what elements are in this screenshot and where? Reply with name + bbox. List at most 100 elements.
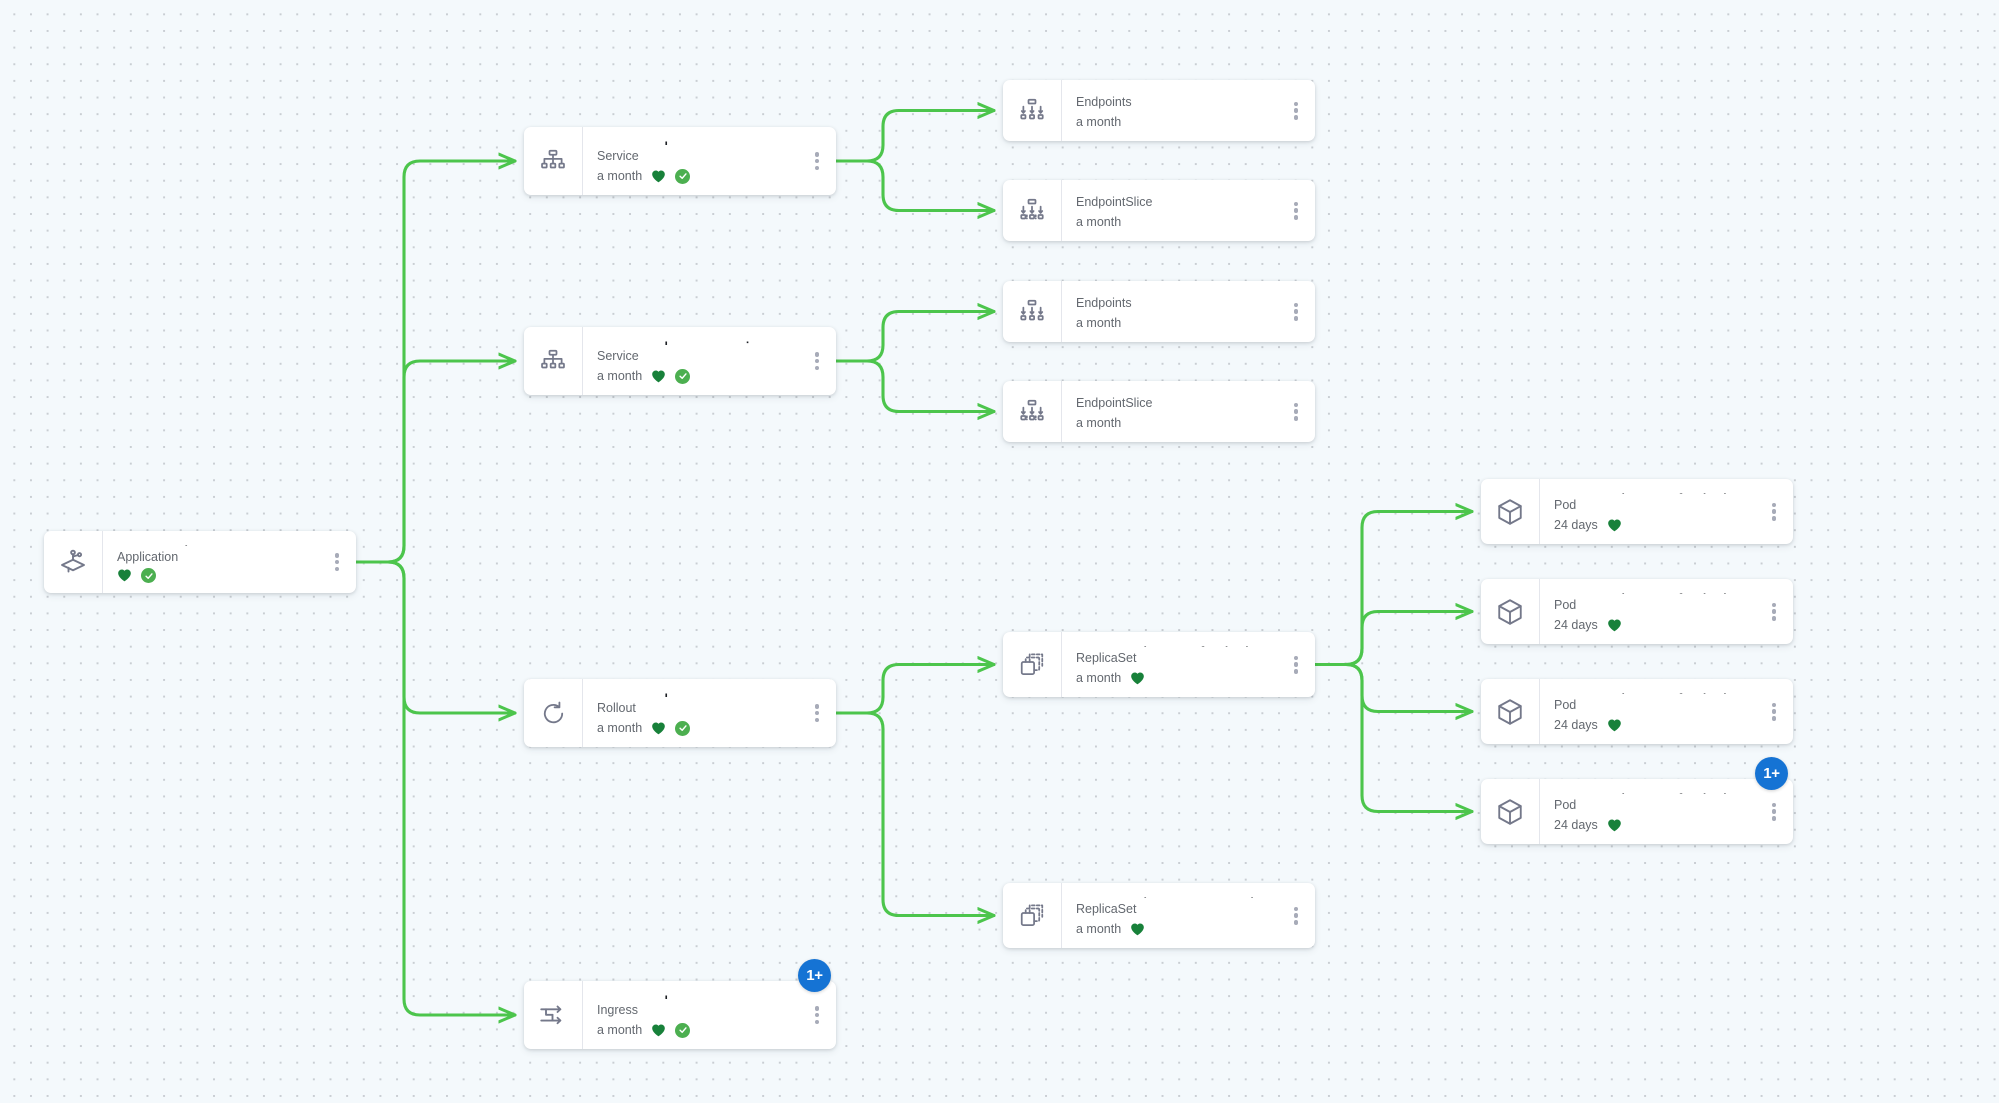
sync-status-icon — [675, 1022, 691, 1038]
node-title: canary-demo-preview — [597, 338, 836, 345]
resource-node-replicaset[interactable]: canary-demo-967754b4cReplicaSeta month — [1003, 883, 1315, 948]
resource-node-replicaset[interactable]: canary-demo-7f89b8b978ReplicaSet a month — [1003, 632, 1315, 697]
node-menu-button[interactable] — [809, 350, 825, 372]
endpoints-icon — [1003, 281, 1061, 342]
resource-node-rollout[interactable]: canary-demoRollouta month — [524, 679, 836, 747]
node-menu-button[interactable] — [809, 150, 825, 172]
node-body: canary-demoEndpointsa month — [1061, 80, 1315, 141]
node-menu-button[interactable] — [1288, 301, 1304, 323]
node-kind: Pod — [1554, 698, 1577, 712]
sync-status-icon — [675, 168, 691, 184]
node-kind: Pod — [1554, 498, 1577, 512]
node-menu-button[interactable] — [1288, 654, 1304, 676]
node-kind: Endpoints — [1076, 296, 1132, 310]
resource-node-application[interactable]: canary-demoApplication — [44, 531, 356, 593]
node-meta: a month — [597, 167, 836, 185]
node-meta: a month — [1076, 314, 1315, 332]
resource-node-ingress[interactable]: canary-demoIngress a month 1+ — [524, 959, 841, 1054]
health-status-icon — [1607, 818, 1621, 831]
node-menu-button[interactable] — [809, 702, 825, 724]
tree-edge — [834, 665, 996, 715]
node-meta: a month — [1076, 669, 1315, 687]
node-meta: a month — [1076, 414, 1315, 432]
pod-icon — [1481, 479, 1539, 544]
node-menu-button[interactable] — [329, 551, 345, 573]
health-status-icon — [1607, 618, 1621, 631]
health-status-icon — [1131, 671, 1144, 684]
node-kind: Ingress — [597, 1003, 638, 1017]
service-icon — [524, 127, 582, 195]
node-kind: Service — [597, 349, 639, 363]
resource-node-pod[interactable]: canary-demo-7f89b8b97... Pod 24 days — [1481, 479, 1793, 544]
tree-edge — [1313, 512, 1474, 667]
node-menu-button[interactable] — [1288, 200, 1304, 222]
node-menu-button[interactable] — [1288, 905, 1304, 927]
node-menu-button[interactable] — [1766, 701, 1782, 723]
node-title: canary-demo-7f89b8b97... — [1554, 590, 1793, 594]
node-age: a month — [597, 1023, 643, 1037]
node-menu-button[interactable] — [1288, 401, 1304, 423]
node-age: a month — [597, 721, 643, 735]
health-status-icon — [1607, 718, 1621, 731]
tree-edge — [834, 711, 996, 916]
pod-icon — [1481, 579, 1539, 644]
node-meta: a month — [597, 719, 836, 737]
node-meta: 24 days — [1554, 816, 1793, 834]
hidden-children-badge[interactable]: 1+ — [798, 959, 831, 992]
health-status-icon — [1131, 922, 1144, 935]
service-icon — [524, 327, 582, 395]
health-status-icon — [118, 569, 131, 582]
node-age: a month — [597, 369, 643, 383]
node-menu-button[interactable] — [1766, 501, 1782, 523]
node-title: canary-demo — [597, 992, 836, 999]
resource-node-endpoints[interactable]: canary-demo-previewEndpointsa month — [1003, 281, 1315, 342]
node-body: canary-demoIngress a month — [582, 981, 836, 1049]
node-title: canary-demo — [117, 542, 356, 546]
resource-node-service[interactable]: canary-demo-previewService a month — [524, 327, 836, 395]
node-menu-button[interactable] — [1766, 601, 1782, 623]
health-status-icon — [652, 369, 665, 382]
node-menu-button[interactable] — [809, 1004, 825, 1026]
node-age: 24 days — [1554, 518, 1598, 532]
tree-edge — [834, 312, 996, 363]
pod-icon — [1481, 679, 1539, 744]
node-body: canary-demoServicea month — [582, 127, 836, 195]
hidden-children-badge[interactable]: 1+ — [1755, 757, 1788, 790]
node-age: a month — [1076, 671, 1122, 685]
resource-node-endpointslice[interactable]: canary-demo-clpjwEndpointSlicea month — [1003, 180, 1315, 241]
sync-status-icon — [675, 368, 691, 384]
application-icon — [44, 531, 102, 593]
tree-edge — [834, 159, 996, 211]
node-age: a month — [1076, 922, 1122, 936]
node-age: 24 days — [1554, 718, 1598, 732]
node-title: canary-demo-7f89b8b97... — [1554, 790, 1793, 794]
node-title: canary-demo-7f89b8b97... — [1554, 690, 1793, 694]
node-menu-button[interactable] — [1766, 801, 1782, 823]
tree-edge — [354, 361, 517, 564]
resource-node-pod[interactable]: canary-demo-7f89b8b97... Pod 24 days — [1481, 679, 1793, 744]
tree-edge — [834, 359, 996, 412]
node-title: canary-demo-7f89b8b97... — [1554, 490, 1793, 494]
node-title: canary-demo-7f89b8b978 — [1076, 643, 1315, 647]
tree-edge — [354, 161, 517, 564]
node-menu-button[interactable] — [1288, 100, 1304, 122]
health-status-icon — [652, 1023, 665, 1036]
node-meta — [117, 568, 356, 583]
node-age: a month — [597, 169, 643, 183]
resource-node-service[interactable]: canary-demoServicea month — [524, 127, 836, 195]
node-kind: Pod — [1554, 598, 1577, 612]
resource-node-endpoints[interactable]: canary-demoEndpointsa month — [1003, 80, 1315, 141]
tree-edge — [354, 560, 517, 1015]
node-kind: Endpoints — [1076, 95, 1132, 109]
endpointslice-icon — [1003, 381, 1061, 442]
endpointslice-icon — [1003, 180, 1061, 241]
node-kind: ReplicaSet — [1076, 651, 1137, 665]
node-age: 24 days — [1554, 818, 1598, 832]
